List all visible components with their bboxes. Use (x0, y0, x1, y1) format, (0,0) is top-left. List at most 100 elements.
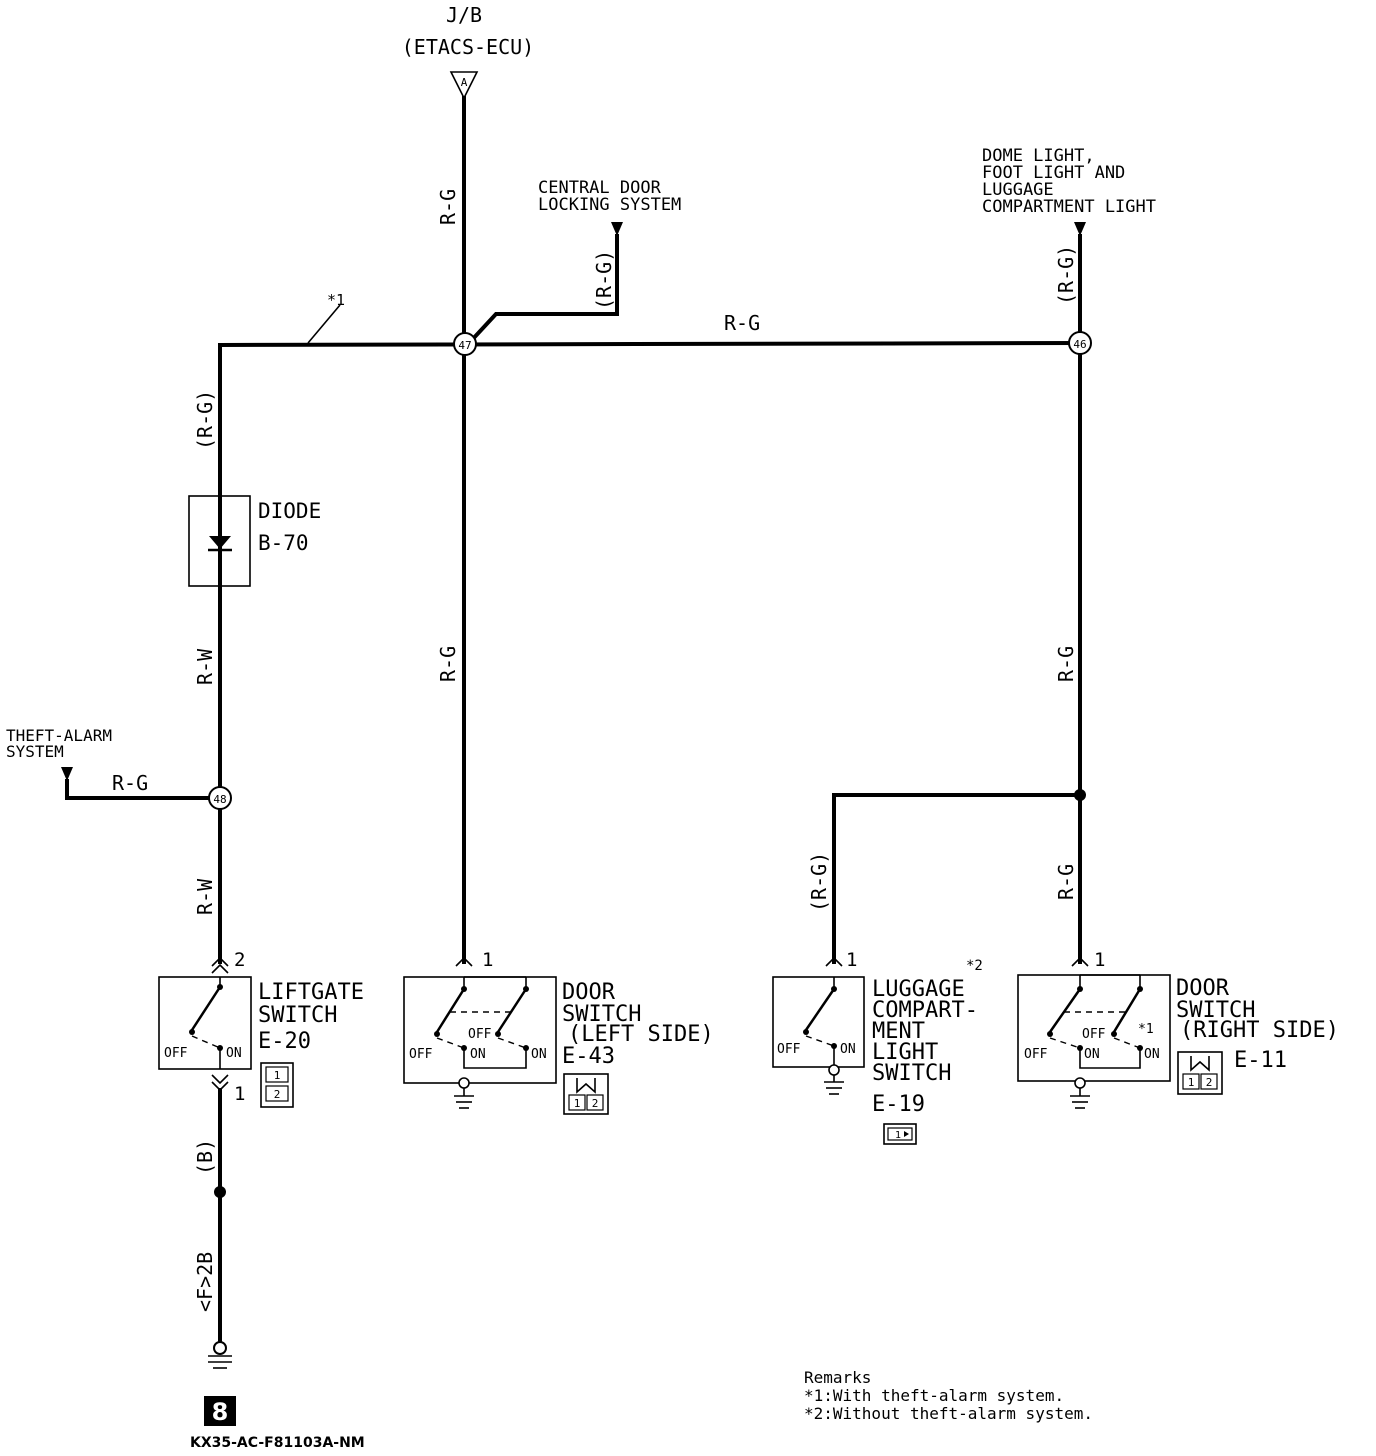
junction-48-label: 48 (213, 793, 226, 806)
door-left-on-1: ON (470, 1047, 486, 1062)
dome-label-1: DOME LIGHT, (982, 146, 1095, 166)
central-door-label-2: LOCKING SYSTEM (538, 195, 681, 215)
door-left-conn1: 1 (574, 1097, 581, 1110)
luggage-l2: COMPART- (872, 998, 978, 1023)
theft-label-1: THEFT-ALARM (6, 726, 112, 745)
remarks-2: *2:Without theft-alarm system. (804, 1404, 1093, 1423)
star1-label: *1 (327, 291, 345, 309)
liftgate-on: ON (226, 1046, 242, 1061)
door-right-pin-marker (1071, 956, 1089, 967)
dome-label-3: LUGGAGE (982, 180, 1054, 200)
jb-label: J/B (446, 3, 482, 27)
door-left-l2: SWITCH (562, 1002, 641, 1027)
liftgate-pin-bot: 1 (234, 1083, 245, 1105)
wire-label-rg-paren-2: (R-G) (1054, 245, 1078, 305)
liftgate-contact-off (189, 1029, 195, 1035)
luggage-ref: E-19 (872, 1092, 925, 1117)
wire-label-rg-paren-3: (R-G) (807, 852, 831, 912)
door-right-on-2: ON (1144, 1047, 1160, 1062)
luggage-l4: LIGHT (872, 1040, 938, 1065)
luggage-connector (883, 1123, 917, 1145)
liftgate-ref: E-20 (258, 1029, 311, 1054)
liftgate-pin2-marker (211, 956, 229, 974)
wire-label-rg-6: R-G (112, 771, 148, 795)
diode-symbol (209, 536, 231, 549)
junction-47 (453, 332, 477, 356)
liftgate-conn2: 2 (274, 1088, 281, 1101)
liftgate-conn1: 1 (274, 1069, 281, 1082)
liftgate-pin1-marker (211, 1074, 229, 1092)
central-door-arrow (611, 222, 623, 236)
door-right-conn2: 2 (1206, 1076, 1213, 1089)
door-right-l2: SWITCH (1176, 998, 1255, 1023)
theft-label-2: SYSTEM (6, 742, 64, 761)
liftgate-dashed-link (191, 1035, 221, 1049)
junction-47-label: 47 (458, 339, 471, 352)
ground-terminal (213, 1341, 227, 1355)
liftgate-l2: SWITCH (258, 1003, 337, 1028)
door-left-blade-2 (496, 988, 528, 1033)
splice-point-right (1074, 789, 1086, 801)
door-right-conn1: 1 (1188, 1076, 1195, 1089)
ground-badge (204, 1396, 236, 1426)
door-left-pin-marker (455, 956, 473, 967)
wire-label-rg-3: R-G (1054, 646, 1078, 682)
door-left-conn2: 2 (592, 1097, 599, 1110)
junction-46 (1068, 331, 1092, 355)
junction-46-label: 46 (1073, 338, 1086, 351)
wire-label-b: (B) (193, 1139, 217, 1175)
door-right-blade-1 (1048, 988, 1082, 1033)
door-left-blade-1 (435, 988, 466, 1033)
luggage-blade (804, 988, 836, 1031)
door-right-on-1: ON (1084, 1047, 1100, 1062)
wire-central-door (467, 234, 619, 345)
door-right-l3: (RIGHT SIDE) (1180, 1018, 1339, 1043)
door-right-pin: 1 (1094, 949, 1105, 971)
star1-leader (307, 304, 341, 344)
door-right-star: *1 (1138, 1022, 1154, 1037)
luggage-off: OFF (777, 1042, 801, 1057)
door-right-switch-box (1017, 974, 1171, 1082)
liftgate-l1: LIFTGATE (258, 980, 364, 1005)
wire-label-rg-paren-1: (R-G) (592, 250, 616, 310)
luggage-switch-box (772, 976, 865, 1068)
liftgate-switch-box (158, 976, 252, 1070)
wire-label-rw-2: R-W (193, 878, 217, 915)
wire-label-rg-5: R-G (1054, 864, 1078, 900)
door-right-connector (1177, 1051, 1223, 1095)
star2-label: *2 (966, 958, 983, 974)
ecu-label: (ETACS-ECU) (402, 35, 534, 59)
remarks-title: Remarks (804, 1368, 871, 1387)
door-left-connector (563, 1073, 609, 1115)
connector-a-marker (449, 71, 479, 100)
splice-point-ground (214, 1186, 226, 1198)
door-left-on-2: ON (531, 1047, 547, 1062)
door-left-off-2: OFF (468, 1027, 492, 1042)
luggage-l1: LUGGAGE (872, 977, 965, 1002)
diagram-code: KX35-AC-F81103A-NM (190, 1435, 365, 1451)
luggage-pin-marker (825, 956, 843, 967)
luggage-l5: SWITCH (872, 1061, 951, 1086)
door-right-off-1: OFF (1024, 1047, 1048, 1062)
junction-48 (208, 786, 232, 810)
wire-label-rg-1: R-G (436, 189, 460, 225)
door-left-off-1: OFF (409, 1047, 433, 1062)
dome-label-2: FOOT LIGHT AND (982, 163, 1125, 183)
diode-name: DIODE (258, 499, 321, 523)
remarks-1: *1:With theft-alarm system. (804, 1386, 1064, 1405)
door-left-l1: DOOR (562, 980, 616, 1005)
dome-arrow (1074, 222, 1086, 236)
door-right-off-2: OFF (1082, 1027, 1106, 1042)
wire-label-rg-2: R-G (724, 311, 760, 335)
door-right-ref: E-11 (1234, 1048, 1287, 1073)
luggage-conn1: 1 (895, 1130, 901, 1141)
door-left-ref: E-43 (562, 1044, 615, 1069)
wire-luggage-branch (832, 793, 1082, 964)
ground-badge-label: 8 (212, 1398, 229, 1426)
luggage-pin: 1 (846, 949, 857, 971)
wire-label-rg-paren-4: (R-G) (193, 390, 217, 450)
wire-theft-alarm (65, 779, 222, 800)
liftgate-off: OFF (164, 1046, 188, 1061)
